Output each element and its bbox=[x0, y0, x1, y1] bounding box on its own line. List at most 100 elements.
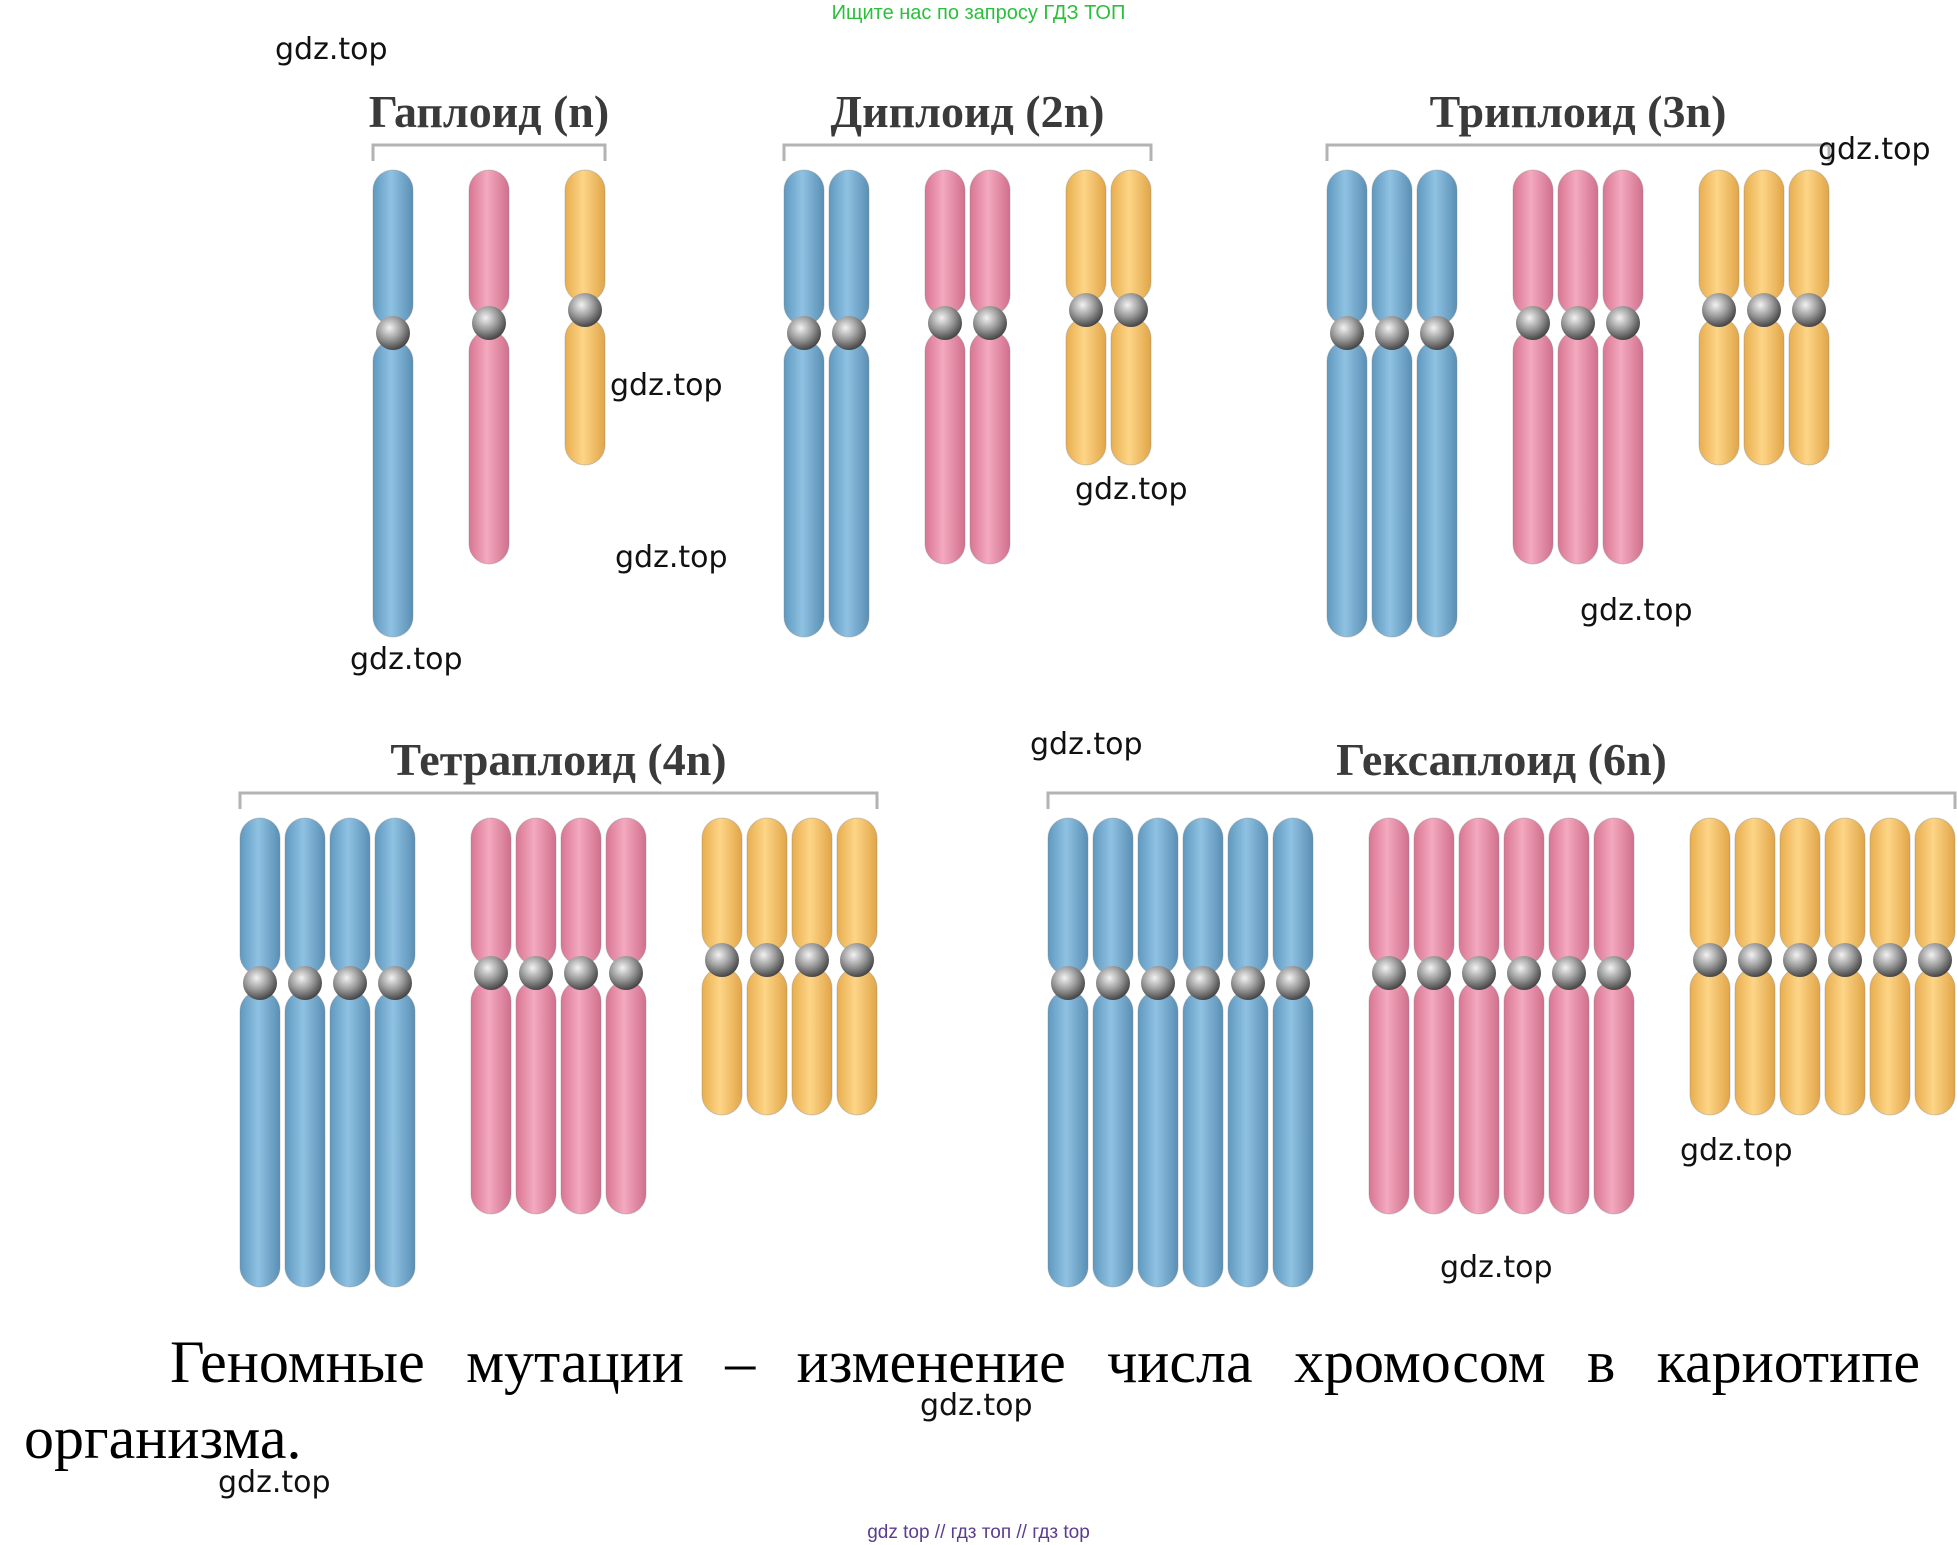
group-bracket bbox=[1046, 791, 1957, 809]
blue-chromosome-set bbox=[783, 169, 870, 638]
watermark: gdz.top bbox=[350, 642, 463, 677]
centromere bbox=[1606, 306, 1640, 340]
watermark: gdz.top bbox=[218, 1465, 331, 1500]
centromere bbox=[1462, 956, 1496, 990]
pink-chromosome-set bbox=[468, 169, 510, 565]
caption-word: мутации bbox=[466, 1329, 684, 1395]
pink-chromosome-set bbox=[1512, 169, 1644, 565]
blue-chromosome bbox=[1272, 817, 1314, 1288]
pink-chromosome bbox=[515, 817, 557, 1215]
blue-chromosome bbox=[239, 817, 281, 1288]
yellow-chromosome bbox=[1788, 169, 1830, 466]
centromere bbox=[750, 943, 784, 977]
centromere bbox=[1276, 966, 1310, 1000]
pink-chromosome bbox=[468, 169, 510, 565]
yellow-chromosome bbox=[701, 817, 743, 1116]
yellow-chromosome bbox=[1824, 817, 1866, 1116]
yellow-chromosome bbox=[1914, 817, 1956, 1116]
watermark: gdz.top bbox=[1440, 1250, 1553, 1285]
pink-chromosome-set bbox=[924, 169, 1011, 565]
centromere bbox=[1051, 966, 1085, 1000]
centromere bbox=[928, 306, 962, 340]
centromere bbox=[474, 956, 508, 990]
pink-chromosome bbox=[560, 817, 602, 1215]
yellow-chromosome bbox=[1734, 817, 1776, 1116]
caption-word: кариотипе bbox=[1656, 1329, 1920, 1395]
blue-chromosome bbox=[374, 817, 416, 1288]
watermark: gdz.top bbox=[920, 1388, 1033, 1423]
caption-word: – bbox=[725, 1329, 756, 1395]
blue-chromosome bbox=[1371, 169, 1413, 638]
blue-chromosome-set bbox=[1047, 817, 1314, 1288]
centromere bbox=[973, 306, 1007, 340]
centromere bbox=[1186, 966, 1220, 1000]
yellow-chromosome bbox=[791, 817, 833, 1116]
centromere bbox=[1375, 316, 1409, 350]
centromere bbox=[1918, 943, 1952, 977]
yellow-chromosome bbox=[1065, 169, 1107, 466]
centromere bbox=[288, 966, 322, 1000]
centromere bbox=[1417, 956, 1451, 990]
centromere bbox=[1231, 966, 1265, 1000]
centromere bbox=[1747, 293, 1781, 327]
centromere bbox=[1597, 956, 1631, 990]
watermark: gdz.top bbox=[1075, 472, 1188, 507]
group-label: Гексаплоид (6n) bbox=[1336, 734, 1667, 785]
group-bracket bbox=[238, 791, 879, 809]
pink-chromosome bbox=[605, 817, 647, 1215]
centromere bbox=[795, 943, 829, 977]
caption-word: хромосом bbox=[1293, 1329, 1546, 1395]
blue-chromosome bbox=[284, 817, 326, 1288]
pink-chromosome bbox=[1503, 817, 1545, 1215]
ploidy-group: Триплоид (3n) bbox=[1325, 86, 1831, 638]
yellow-chromosome-set bbox=[701, 817, 878, 1116]
yellow-chromosome bbox=[564, 169, 606, 466]
yellow-chromosome bbox=[1689, 817, 1731, 1116]
centromere bbox=[1702, 293, 1736, 327]
blue-chromosome-set bbox=[239, 817, 416, 1288]
caption-word: изменение bbox=[796, 1329, 1066, 1395]
centromere bbox=[1783, 943, 1817, 977]
yellow-chromosome bbox=[1779, 817, 1821, 1116]
centromere bbox=[1096, 966, 1130, 1000]
centromere bbox=[519, 956, 553, 990]
blue-chromosome-set bbox=[372, 169, 414, 638]
pink-chromosome bbox=[969, 169, 1011, 565]
pink-chromosome bbox=[1458, 817, 1500, 1215]
centromere bbox=[840, 943, 874, 977]
watermark: gdz.top bbox=[615, 540, 728, 575]
pink-chromosome bbox=[1512, 169, 1554, 565]
ploidy-group: Гаплоид (n) bbox=[369, 86, 609, 638]
centromere bbox=[1114, 293, 1148, 327]
blue-chromosome bbox=[1416, 169, 1458, 638]
centromere bbox=[1141, 966, 1175, 1000]
caption-line-2: организма. bbox=[24, 1405, 302, 1471]
centromere bbox=[243, 966, 277, 1000]
pink-chromosome bbox=[470, 817, 512, 1215]
pink-chromosome bbox=[1593, 817, 1635, 1215]
yellow-chromosome bbox=[1869, 817, 1911, 1116]
centromere bbox=[564, 956, 598, 990]
yellow-chromosome bbox=[1110, 169, 1152, 466]
pink-chromosome bbox=[924, 169, 966, 565]
centromere bbox=[1330, 316, 1364, 350]
blue-chromosome bbox=[828, 169, 870, 638]
centromere bbox=[1552, 956, 1586, 990]
footer-links: gdz top // гдз топ // гдз top bbox=[867, 1522, 1090, 1543]
yellow-chromosome-set bbox=[1065, 169, 1152, 466]
blue-chromosome-set bbox=[1326, 169, 1458, 638]
yellow-chromosome bbox=[836, 817, 878, 1116]
watermark: gdz.top bbox=[1680, 1133, 1793, 1168]
caption-word: числа bbox=[1107, 1329, 1253, 1395]
ploidy-group: Тетраплоид (4n) bbox=[238, 734, 879, 1288]
pink-chromosome bbox=[1413, 817, 1455, 1215]
centromere bbox=[1561, 306, 1595, 340]
watermark: gdz.top bbox=[1030, 727, 1143, 762]
pink-chromosome-set bbox=[470, 817, 647, 1215]
centromere bbox=[1372, 956, 1406, 990]
centromere bbox=[378, 966, 412, 1000]
yellow-chromosome bbox=[1698, 169, 1740, 466]
centromere bbox=[1069, 293, 1103, 327]
centromere bbox=[787, 316, 821, 350]
